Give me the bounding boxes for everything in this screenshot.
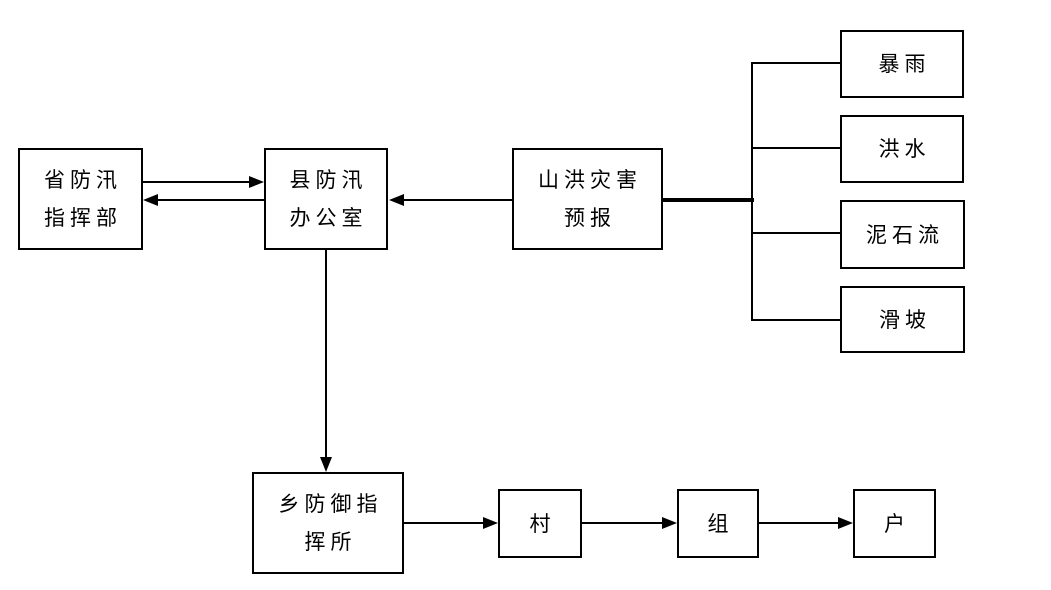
node-label: 办公室 [289, 206, 368, 230]
node-label: 暴雨 [878, 52, 931, 76]
node-label: 挥所 [304, 530, 357, 554]
node-label: 省防汛 [44, 168, 122, 192]
node-household: 户 [853, 489, 936, 558]
edge-forecast-to-hazards [663, 62, 840, 321]
edge-forecast-to-county [389, 194, 512, 206]
node-label: 指挥部 [44, 206, 122, 230]
node-group: 组 [677, 489, 759, 558]
node-rainstorm: 暴雨 [840, 30, 964, 98]
node-label: 滑坡 [879, 307, 931, 332]
edge-county-to-provincial [143, 194, 264, 206]
node-label: 乡防御指 [278, 492, 383, 516]
node-mountain-flood-forecast: 山洪灾害 预报 [512, 148, 663, 250]
node-label: 组 [707, 511, 734, 536]
node-township-defense-command-post: 乡防御指 挥所 [252, 472, 404, 574]
edge-county-to-township [320, 250, 332, 472]
edge-township-to-village [404, 517, 498, 529]
node-label: 山洪灾害 [538, 168, 642, 192]
node-debris-flow: 泥石流 [840, 200, 965, 269]
node-provincial-flood-control-hq: 省防汛 指挥部 [18, 148, 143, 250]
node-label: 村 [529, 511, 556, 536]
node-flood: 洪水 [840, 115, 964, 183]
node-label: 泥石流 [866, 222, 944, 247]
node-label: 预报 [564, 206, 616, 230]
edge-provincial-to-county [143, 176, 264, 188]
node-village: 村 [498, 489, 582, 558]
edge-group-to-household [759, 517, 853, 529]
edge-village-to-group [582, 517, 677, 529]
node-label: 户 [884, 511, 910, 536]
node-label: 县防汛 [289, 168, 368, 192]
node-label: 洪水 [878, 137, 931, 161]
node-county-flood-control-office: 县防汛 办公室 [264, 148, 388, 250]
node-landslide: 滑坡 [840, 286, 965, 353]
